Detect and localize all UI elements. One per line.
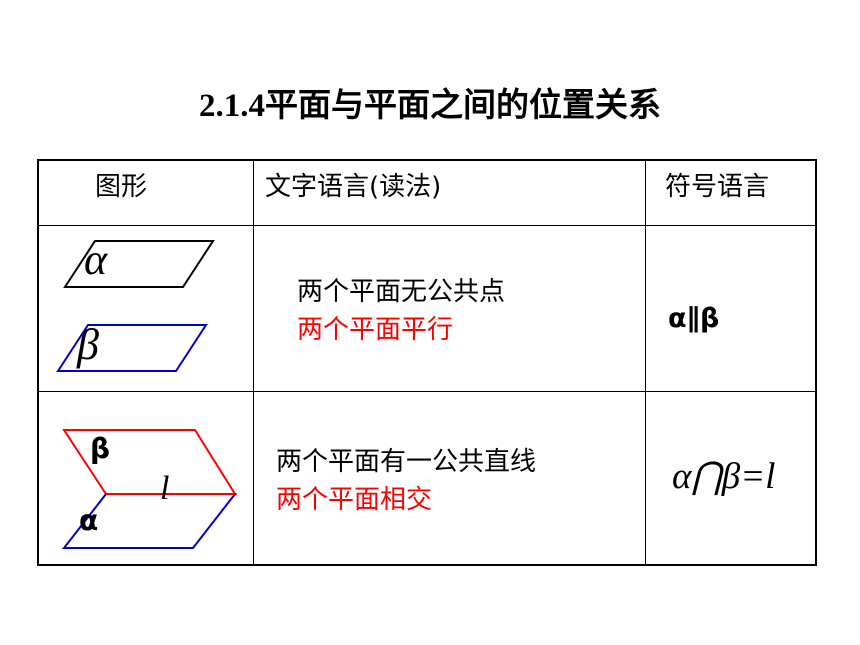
label-beta-row2: β xyxy=(90,432,111,465)
table-border-top xyxy=(37,159,817,161)
label-alpha-row2: α xyxy=(79,504,99,537)
header-text-language: 文字语言(读法) xyxy=(265,172,442,202)
row1-description: 两个平面无公共点 xyxy=(297,277,506,307)
label-l-row2: l xyxy=(160,470,170,507)
row2-symbol: α⋂β=l xyxy=(672,456,776,497)
row1-symbol: α∥β xyxy=(668,303,720,334)
label-beta-row1: β xyxy=(77,320,99,369)
table-column-divider-2 xyxy=(645,159,646,566)
table-border-bottom xyxy=(37,564,817,566)
title-text: 平面与平面之间的位置关系 xyxy=(265,85,661,124)
table-row-divider-2 xyxy=(37,391,817,392)
table-row-divider-1 xyxy=(37,225,817,226)
plane-alpha-parallel xyxy=(63,240,215,288)
page-title: 2.1.4平面与平面之间的位置关系 xyxy=(0,78,860,126)
label-alpha-row1: α xyxy=(84,235,108,284)
row2-conclusion: 两个平面相交 xyxy=(276,485,433,515)
row2-description: 两个平面有一公共直线 xyxy=(276,447,537,477)
plane-beta-parallel xyxy=(56,324,208,372)
table-border-right xyxy=(815,159,817,566)
header-symbol-language: 符号语言 xyxy=(665,172,770,202)
row1-conclusion: 两个平面平行 xyxy=(297,315,454,345)
table-border-left xyxy=(37,159,39,566)
header-figure: 图形 xyxy=(95,172,148,202)
title-number: 2.1.4 xyxy=(199,88,265,124)
table-column-divider-1 xyxy=(253,159,254,566)
